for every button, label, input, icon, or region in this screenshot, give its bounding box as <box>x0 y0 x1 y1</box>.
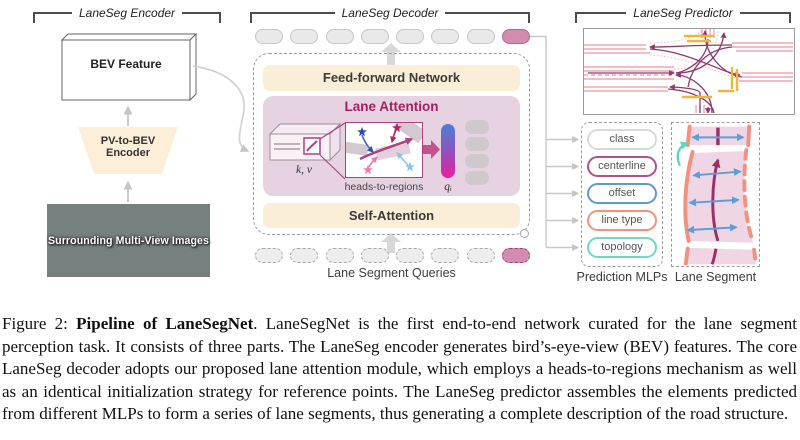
head-star-navy <box>357 126 367 137</box>
lane-segment-label: Lane Segment <box>674 270 757 284</box>
mlp-centerline: centerline <box>587 156 657 177</box>
mlp-class: class <box>587 129 657 150</box>
pv-to-bev-encoder: PV-to-BEV Encoder <box>78 127 178 174</box>
query-slot <box>465 120 489 134</box>
feed-forward-network-bar: Feed-forward Network <box>263 65 520 91</box>
kv-label: k, v <box>296 164 312 176</box>
multi-view-images: Surrounding Multi-View Images <box>47 204 210 277</box>
decoder-block <box>253 53 530 235</box>
multi-view-caption: Surrounding Multi-View Images <box>47 204 210 277</box>
head-star-pink <box>363 164 373 175</box>
self-attention-bar: Self-Attention <box>263 203 520 228</box>
query-token-row <box>255 248 530 263</box>
query-token <box>325 248 354 263</box>
query-token <box>396 248 425 263</box>
query-token <box>255 248 283 263</box>
connector-decoder-to-mlps <box>530 35 580 251</box>
arrow-image-to-encoder <box>123 105 133 126</box>
predictor-panel-title: LaneSeg Predictor <box>633 6 733 20</box>
block-arrow-up-top <box>381 43 401 65</box>
mlp-line-type: line type <box>587 210 657 231</box>
lane-attention-decorations <box>319 122 440 180</box>
lane-attention-title: Lane Attention <box>344 99 439 114</box>
qi-label: qᵢ <box>444 181 452 193</box>
lane-segment-queries-label: Lane Segment Queries <box>327 266 456 280</box>
query-token <box>431 248 460 263</box>
lane-segment-illustration <box>676 124 758 265</box>
figure-caption: Figure 2: Pipeline of LaneSegNet. LaneSe… <box>2 313 797 426</box>
connector-bev-to-decoder <box>192 65 250 152</box>
predicted-road-map <box>583 28 795 115</box>
query-token-highlighted <box>501 248 530 263</box>
query-token <box>360 248 389 263</box>
output-token <box>360 29 389 44</box>
decoder-panel-title: LaneSeg Decoder <box>341 6 439 20</box>
bev-feature-box <box>61 33 198 102</box>
heads-to-regions-label: heads-to-regions <box>344 181 424 193</box>
query-slot <box>465 154 489 168</box>
encoder-panel-bracket: LaneSeg Encoder <box>33 6 222 23</box>
lane-segment-box <box>671 122 760 267</box>
output-token <box>396 29 425 44</box>
output-token-highlighted <box>501 29 530 44</box>
decoder-corner-node <box>520 229 529 238</box>
output-token <box>255 29 283 44</box>
query-slot <box>465 171 489 185</box>
arrow-encoder-to-bev <box>123 180 133 202</box>
mlp-offset: offset <box>587 183 657 204</box>
figure-caption-prefix: Figure 2: <box>2 314 68 333</box>
predictor-panel-bracket: LaneSeg Predictor <box>575 7 791 23</box>
bev-feature-label: BEV Feature <box>90 57 162 71</box>
output-token <box>325 29 354 44</box>
decoder-panel-bracket: LaneSeg Decoder <box>250 7 530 23</box>
query-token <box>466 248 495 263</box>
query-capsule <box>441 124 455 178</box>
heads-to-regions-content <box>346 123 422 175</box>
query-slot <box>465 137 489 151</box>
output-token <box>290 29 319 44</box>
mlp-topology: topology <box>587 237 657 258</box>
encoder-panel-title: LaneSeg Encoder <box>78 6 176 20</box>
prediction-mlps-box <box>581 122 663 267</box>
output-token-row <box>255 29 530 44</box>
output-token <box>466 29 495 44</box>
figure-caption-bold-title: Pipeline of LaneSegNet <box>76 314 254 333</box>
output-token <box>431 29 460 44</box>
block-arrow-up-bottom <box>381 233 401 253</box>
attention-output-arrow <box>421 140 440 159</box>
prediction-mlps-label: Prediction MLPs <box>576 270 668 284</box>
figure-caption-body: . LaneSegNet is the first end-to-end net… <box>2 314 797 424</box>
query-token <box>290 248 319 263</box>
